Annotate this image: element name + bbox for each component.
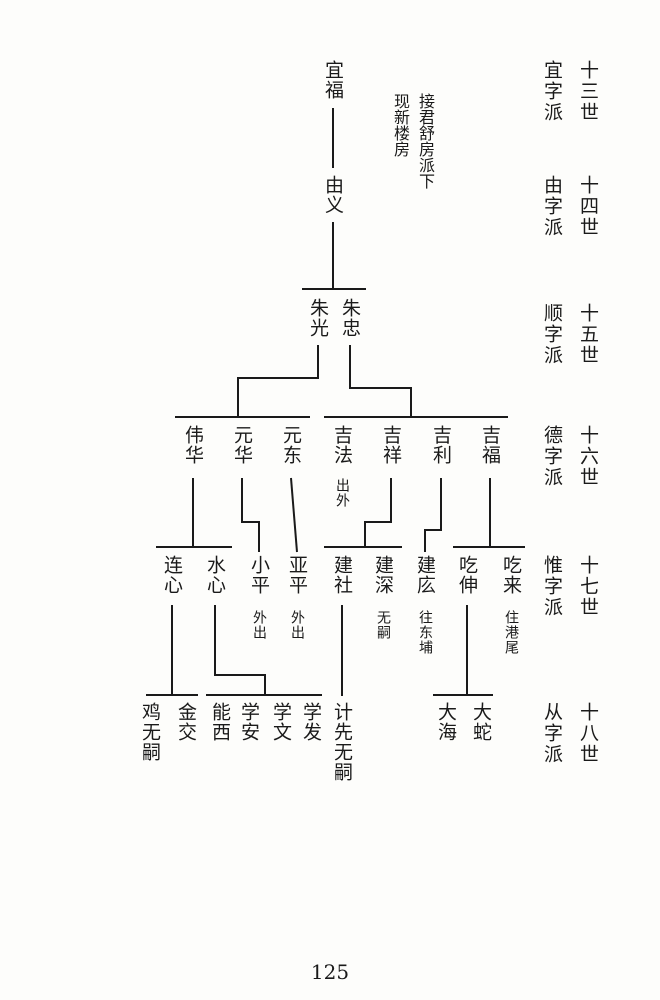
connector-line bbox=[290, 477, 298, 553]
person-note: 无嗣 bbox=[375, 610, 391, 640]
generation-label: 十六世 bbox=[577, 425, 599, 488]
side-note-line-1: 接君舒房派下 bbox=[416, 93, 435, 189]
branch-label: 德字派 bbox=[541, 425, 563, 488]
connector-line bbox=[424, 478, 442, 552]
person-note: 外出 bbox=[289, 610, 305, 640]
person-name: 大海 bbox=[435, 702, 457, 742]
person-name: 学安 bbox=[238, 702, 260, 742]
connector-line bbox=[364, 478, 392, 546]
person-name: 吉祥 bbox=[380, 425, 402, 465]
branch-label: 惟字派 bbox=[541, 555, 563, 618]
generation-label: 十七世 bbox=[577, 555, 599, 618]
person-name: 大蛇 bbox=[470, 702, 492, 742]
person-name: 建庅 bbox=[414, 555, 436, 595]
connector-line bbox=[214, 605, 266, 694]
person-name: 伟华 bbox=[182, 425, 204, 465]
connector-line bbox=[349, 345, 412, 416]
person-name: 小平 bbox=[248, 555, 270, 595]
person-name: 朱光 bbox=[307, 298, 329, 338]
person-name: 吉利 bbox=[430, 425, 452, 465]
branch-label: 顺字派 bbox=[541, 303, 563, 366]
branch-label: 宜字派 bbox=[541, 60, 563, 123]
person-name: 建深 bbox=[372, 555, 394, 595]
generation-label: 十五世 bbox=[577, 303, 599, 366]
person-name: 元东 bbox=[280, 425, 302, 465]
person-name: 能西 bbox=[209, 702, 231, 742]
person-note: 往东埔 bbox=[417, 610, 433, 655]
person-name: 元华 bbox=[231, 425, 253, 465]
generation-label: 十八世 bbox=[577, 702, 599, 765]
person-name: 建社 bbox=[331, 555, 353, 595]
person-name: 水心 bbox=[204, 555, 226, 595]
branch-label: 由字派 bbox=[541, 175, 563, 238]
person-name: 吉法 bbox=[331, 425, 353, 465]
person-note: 住港尾 bbox=[503, 610, 519, 655]
connector-line bbox=[237, 345, 319, 416]
person-name: 学发 bbox=[300, 702, 322, 742]
person-name: 吉福 bbox=[479, 425, 501, 465]
person-name: 亚平 bbox=[286, 555, 308, 595]
person-note: 外出 bbox=[251, 610, 267, 640]
person-name: 连心 bbox=[161, 555, 183, 595]
person-note: 出外 bbox=[334, 478, 350, 508]
person-name: 学文 bbox=[270, 702, 292, 742]
person-name: 由义 bbox=[322, 175, 344, 215]
generation-label: 十四世 bbox=[577, 175, 599, 238]
branch-label: 从字派 bbox=[541, 702, 563, 765]
person-name: 金交 bbox=[175, 702, 197, 742]
page-number: 125 bbox=[310, 960, 350, 984]
generation-label: 十三世 bbox=[577, 60, 599, 123]
person-name: 吃伸 bbox=[456, 555, 478, 595]
person-name: 计先无嗣 bbox=[331, 702, 353, 782]
connector-line bbox=[241, 478, 260, 552]
person-name: 吃来 bbox=[500, 555, 522, 595]
person-name: 鸡无嗣 bbox=[139, 702, 161, 762]
person-name: 宜福 bbox=[322, 60, 344, 100]
person-name: 朱忠 bbox=[339, 298, 361, 338]
side-note-line-2: 现新楼房 bbox=[391, 93, 410, 157]
